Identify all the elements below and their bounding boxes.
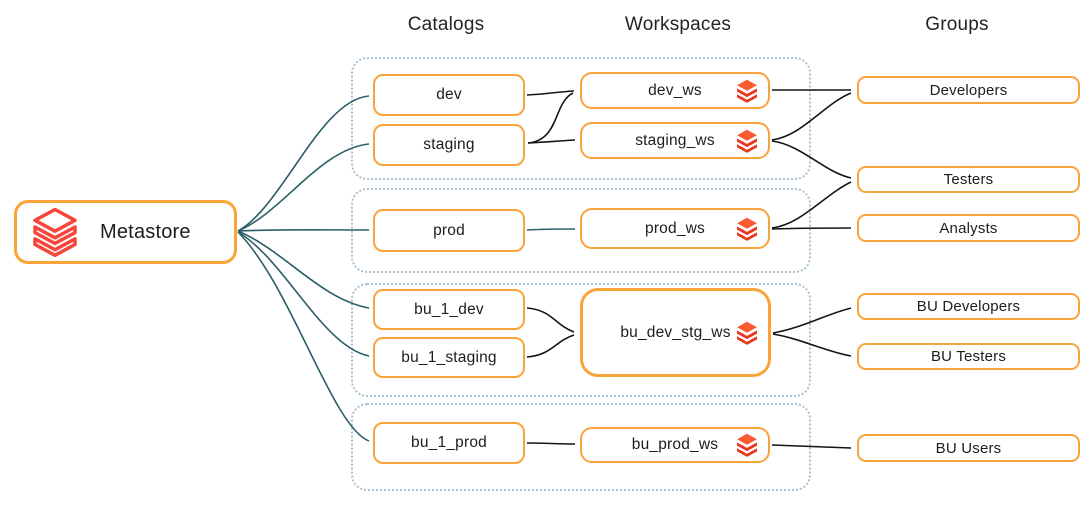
group-label-analysts: Analysts [939, 219, 998, 237]
workspace-node-bu-dev-stg-ws: bu_dev_stg_ws [580, 288, 771, 377]
catalog-node-staging: staging [373, 124, 525, 166]
workspace-label-prod-ws: prod_ws [645, 219, 705, 237]
column-header-groups: Groups [925, 14, 989, 35]
catalog-label-bu-1-dev: bu_1_dev [414, 300, 484, 318]
workspace-node-staging-ws: staging_ws [580, 122, 770, 159]
catalog-node-dev: dev [373, 74, 525, 116]
workspace-node-prod-ws: prod_ws [580, 208, 770, 249]
workspace-node-dev-ws: dev_ws [580, 72, 770, 109]
edge-metastore-bu-1-prod [237, 231, 370, 442]
databricks-icon [734, 217, 760, 241]
databricks-logo-outline-icon [30, 207, 80, 257]
workspace-label-bu-dev-stg-ws: bu_dev_stg_ws [620, 323, 731, 341]
catalog-label-bu-1-staging: bu_1_staging [401, 348, 497, 366]
edge-metastore-dev [237, 95, 370, 232]
group-label-developers: Developers [929, 81, 1008, 99]
workspace-node-bu-prod-ws: bu_prod_ws [580, 427, 770, 463]
workspace-label-bu-prod-ws: bu_prod_ws [631, 436, 719, 453]
group-node-analysts: Analysts [857, 214, 1080, 242]
catalog-node-bu-1-dev: bu_1_dev [373, 289, 525, 330]
group-label-bu-testers: BU Testers [930, 348, 1007, 365]
metastore-label: Metastore [100, 220, 191, 243]
group-node-developers: Developers [857, 76, 1080, 104]
column-header-workspaces: Workspaces [624, 14, 732, 35]
catalog-node-bu-1-staging: bu_1_staging [373, 337, 525, 378]
catalog-node-bu-1-prod: bu_1_prod [373, 422, 525, 464]
group-node-bu-developers: BU Developers [857, 293, 1080, 320]
catalog-node-prod: prod [373, 209, 525, 252]
databricks-icon [734, 433, 760, 457]
databricks-icon [734, 129, 760, 153]
metastore-node: Metastore [14, 200, 237, 264]
group-node-testers: Testers [857, 166, 1080, 193]
group-node-bu-testers: BU Testers [857, 343, 1080, 370]
group-label-testers: Testers [943, 171, 994, 188]
databricks-icon [734, 79, 760, 103]
catalog-label-bu-1-prod: bu_1_prod [411, 434, 487, 451]
group-node-bu-users: BU Users [857, 434, 1080, 462]
workspace-label-dev-ws: dev_ws [648, 81, 702, 99]
edge-metastore-prod [237, 228, 370, 232]
catalog-label-dev: dev [436, 86, 462, 103]
edge-metastore-staging [237, 143, 370, 232]
workspace-label-staging-ws: staging_ws [635, 131, 715, 149]
databricks-icon [734, 321, 760, 345]
edge-metastore-bu-1-dev [237, 230, 370, 309]
group-label-bu-developers: BU Developers [916, 298, 1021, 315]
catalog-label-staging: staging [423, 136, 475, 153]
group-label-bu-users: BU Users [935, 439, 1002, 457]
catalog-label-prod: prod [433, 221, 465, 239]
column-header-catalogs: Catalogs [407, 14, 485, 35]
edge-metastore-bu-1-staging [237, 231, 370, 357]
